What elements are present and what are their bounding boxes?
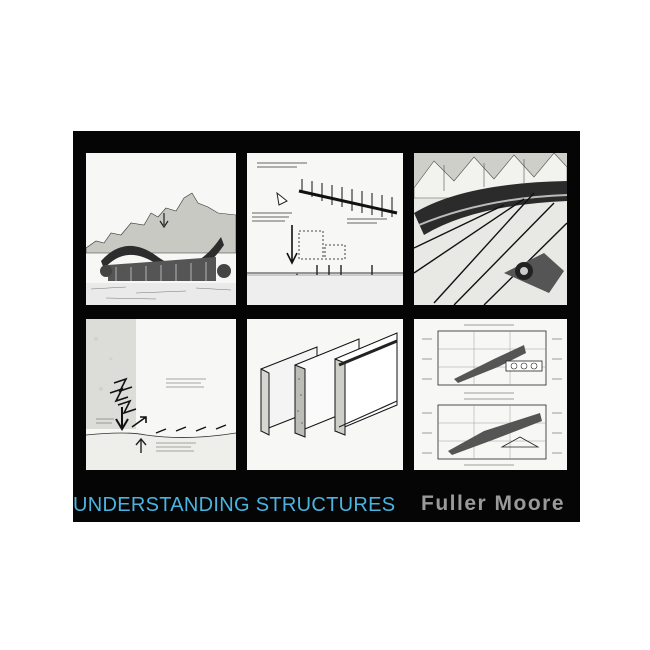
cable-structure-art [414, 153, 567, 305]
book-title: UNDERSTANDING STRUCTURES [73, 494, 396, 516]
structural-members-art [260, 332, 398, 438]
stadium-sketch-art [86, 192, 236, 305]
stadium-sketch [86, 153, 236, 305]
load-diagram-art [247, 162, 403, 305]
span-charts [414, 319, 567, 470]
book-cover: UNDERSTANDING STRUCTURES Fuller Moore [73, 131, 580, 522]
load-diagram [247, 153, 403, 305]
wind-load-art [86, 319, 236, 470]
span-charts-art [422, 324, 562, 466]
book-author: Fuller Moore [421, 492, 566, 515]
structural-members-drawing [247, 319, 403, 470]
cable-structure-photo [414, 153, 567, 305]
wind-load-diagram [86, 319, 236, 470]
